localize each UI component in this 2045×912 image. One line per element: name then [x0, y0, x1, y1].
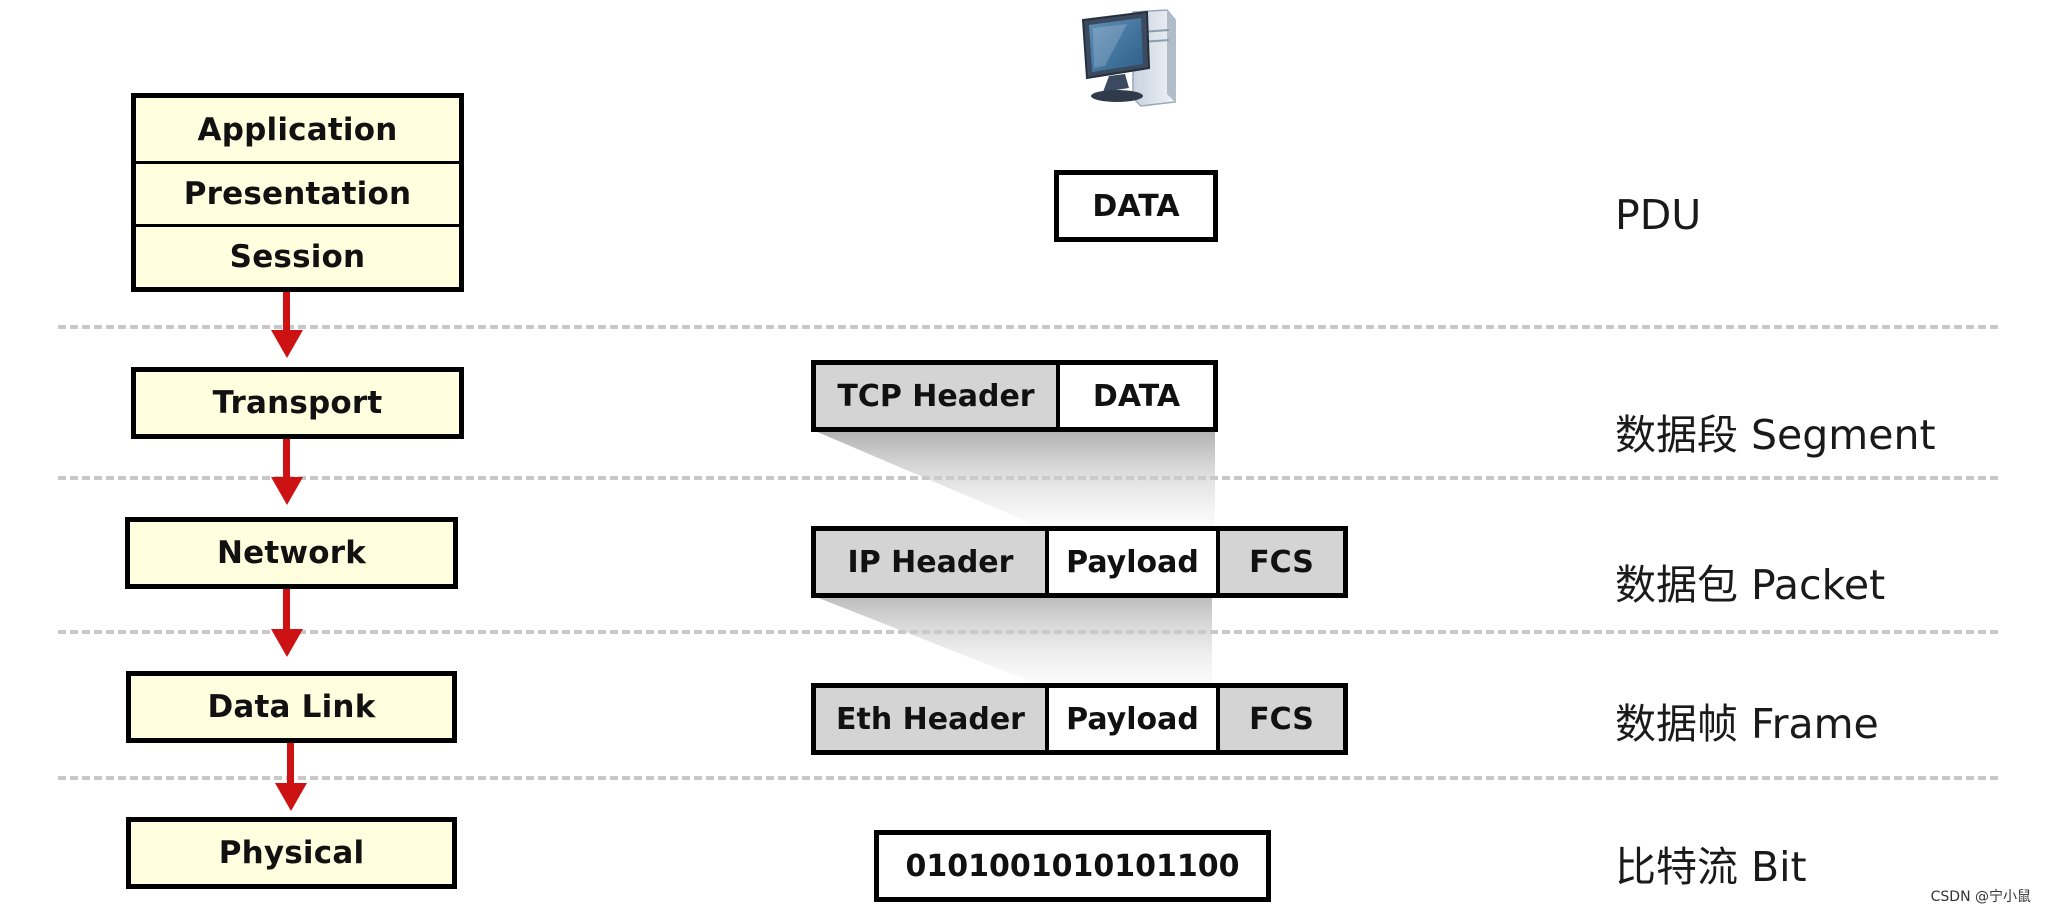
watermark: CSDN @宁小鼠 [1930, 889, 2031, 905]
bit-label: 比特流 Bit [1615, 843, 1807, 891]
network-layer-box: Network [125, 517, 458, 589]
eth-header-cell: Eth Header [816, 688, 1045, 750]
transport-layer-box: Transport [131, 367, 464, 439]
network-layer: Network [216, 535, 367, 571]
physical-layer: Physical [218, 835, 365, 871]
packet-label: 数据包 Packet [1615, 561, 1886, 609]
physical-layer-box: Physical [126, 817, 457, 889]
separator-line [58, 325, 1998, 329]
bitstream-box: 0101001010101100 [874, 830, 1271, 902]
segment-label: 数据段 Segment [1615, 411, 1936, 459]
data-pdu-box: DATA [1054, 170, 1218, 242]
frame-fcs-cell: FCS [1216, 688, 1343, 750]
transport-layer: Transport [212, 385, 383, 421]
frame-label: 数据帧 Frame [1615, 700, 1879, 748]
packet-payload-cell: Payload [1045, 531, 1216, 593]
pdu-label: PDU [1615, 191, 1702, 239]
packet-fcs-cell: FCS [1216, 531, 1343, 593]
presentation-layer: Presentation [136, 161, 459, 224]
segment-box: TCP Header DATA [811, 360, 1218, 432]
tcp-header-cell: TCP Header [816, 365, 1056, 427]
session-layer: Session [136, 224, 459, 287]
data-link-layer: Data Link [207, 689, 376, 725]
frame-box: Eth Header Payload FCS [811, 683, 1348, 755]
upper-layers-box: Application Presentation Session [131, 93, 464, 292]
separator-line [58, 776, 1998, 780]
application-layer: Application [197, 111, 398, 148]
frame-payload-cell: Payload [1045, 688, 1216, 750]
data-link-layer-box: Data Link [126, 671, 457, 743]
data-cell: DATA [1092, 188, 1180, 224]
segment-data-cell: DATA [1056, 365, 1213, 427]
computer-icon [1081, 9, 1176, 107]
ip-header-cell: IP Header [816, 531, 1045, 593]
packet-box: IP Header Payload FCS [811, 526, 1348, 598]
bitstream-cell: 0101001010101100 [905, 848, 1240, 884]
